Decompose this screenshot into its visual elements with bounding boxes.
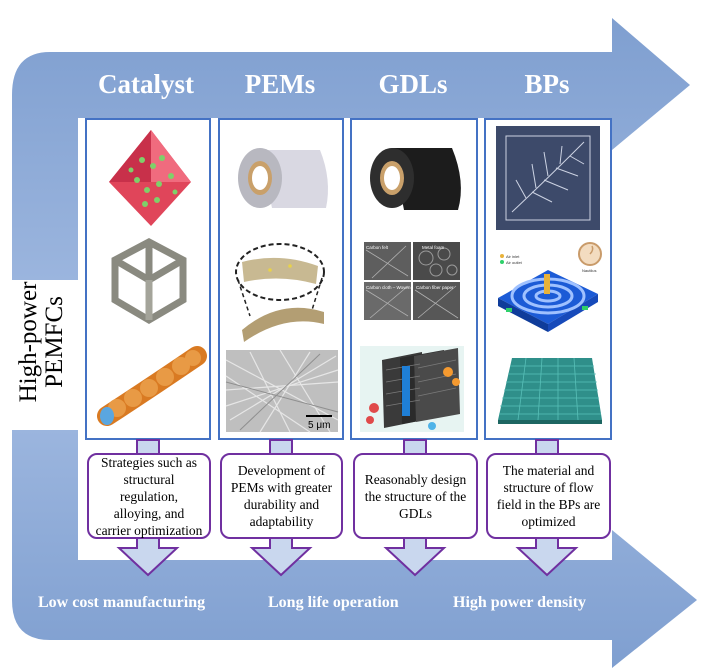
- spiral-flow-field-image: Air inlet Air outlet Nautilus: [498, 242, 602, 332]
- octahedron-nanoparticle-image: [109, 130, 191, 226]
- sem-metal-foam-label: Metal foam: [422, 245, 445, 250]
- column-title-pems: PEMs: [244, 69, 316, 99]
- top-right-arrow: [12, 18, 690, 280]
- membrane-roll-image: [238, 148, 328, 208]
- pems-illustrations: 5 μm: [225, 148, 339, 433]
- caption-catalyst: Strategies such as structural regulation…: [87, 453, 211, 539]
- nanoframe-image: [111, 238, 187, 325]
- nanowire-image: [97, 346, 207, 426]
- catalyst-illustrations: [97, 130, 207, 426]
- side-label-line2: PEMFCs: [41, 296, 68, 388]
- column-title-catalyst: Catalyst: [98, 69, 194, 99]
- outcome-low-cost: Low cost manufacturing: [38, 594, 206, 611]
- air-inlet-label: Air inlet: [506, 254, 520, 259]
- sem-carbon-felt-label: Carbon felt: [366, 245, 389, 250]
- gdl-sem-grid-image: Carbon felt Metal foam Carbon cloth – Wo…: [364, 242, 460, 320]
- membrane-zoom-image: [235, 243, 325, 342]
- caption-pems: Development of PEMs with greater durabil…: [220, 453, 343, 539]
- gdl-stack-image: [360, 346, 464, 432]
- column-title-bps: BPs: [524, 69, 570, 99]
- gdls-illustrations: Carbon felt Metal foam Carbon cloth – Wo…: [360, 148, 464, 432]
- bottom-right-arrow: [12, 430, 697, 668]
- side-label-line1: High-power: [15, 281, 42, 403]
- nanofiber-sem-image: 5 μm: [225, 349, 339, 433]
- nautilus-label: Nautilus: [582, 268, 596, 273]
- outcome-long-life: Long life operation: [268, 594, 399, 611]
- column-gdls: Carbon felt Metal foam Carbon cloth – Wo…: [350, 118, 478, 440]
- sem-carbon-cloth-label: Carbon cloth – Woven: [366, 285, 411, 290]
- caption-gdls: Reasonably design the structure of the G…: [353, 453, 478, 539]
- mesh-flow-field-image: [498, 357, 602, 424]
- column-pems: 5 μm: [218, 118, 344, 440]
- bionic-flow-field-image: [496, 126, 600, 230]
- sem-carbon-paper-label: Carbon fiber paper: [416, 285, 454, 290]
- carbon-paper-roll-image: [370, 148, 461, 210]
- caption-bps: The material and structure of flow field…: [486, 453, 611, 539]
- column-catalyst: [85, 118, 211, 440]
- scale-bar-label: 5 μm: [308, 420, 330, 431]
- side-label: High-power PEMFCs: [12, 262, 72, 422]
- column-bps: Air inlet Air outlet Nautilus: [484, 118, 612, 440]
- air-outlet-label: Air outlet: [506, 260, 523, 265]
- outcome-high-power: High power density: [453, 594, 587, 611]
- bps-illustrations: Air inlet Air outlet Nautilus: [496, 126, 602, 424]
- column-title-gdls: GDLs: [378, 69, 448, 99]
